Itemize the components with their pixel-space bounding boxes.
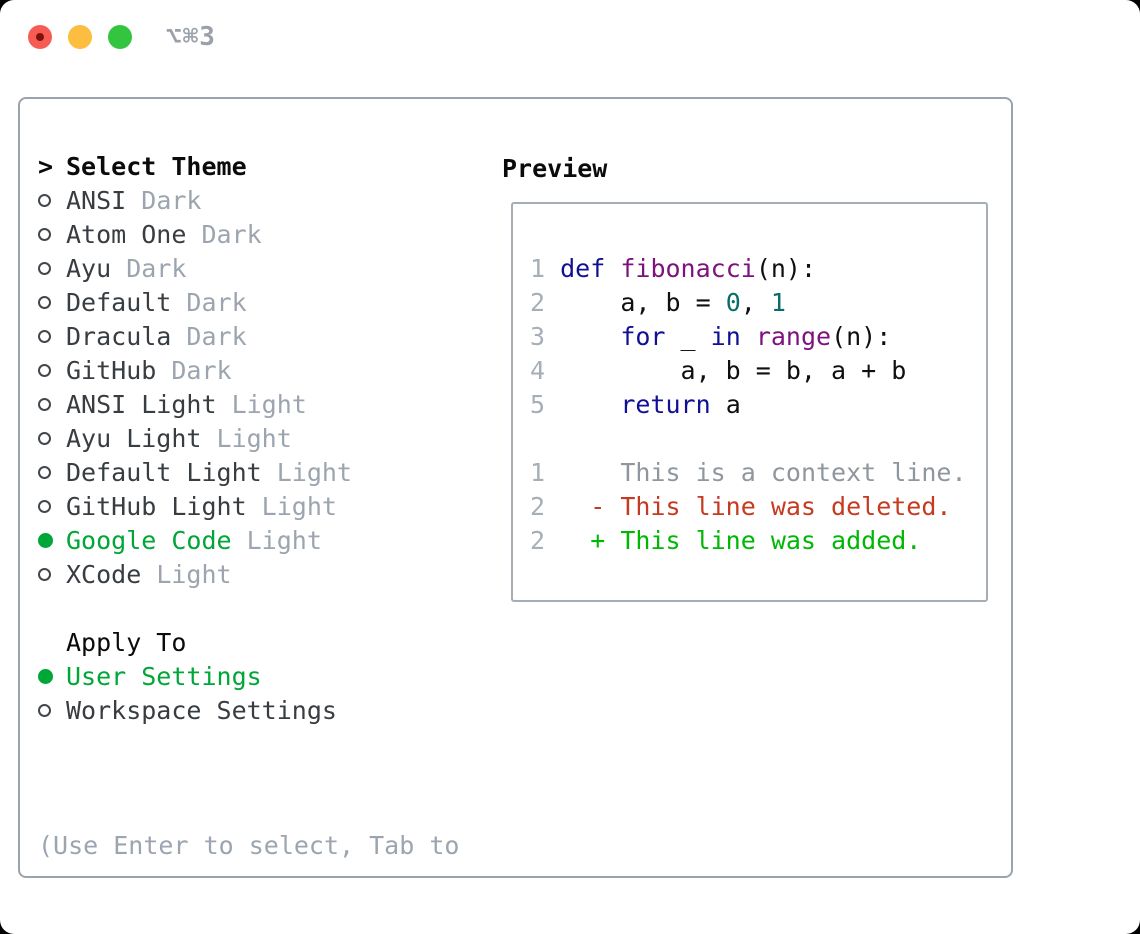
option-variant-label: Light <box>246 491 337 521</box>
theme-option[interactable]: Google Code Light <box>38 523 498 557</box>
minimize-button[interactable] <box>68 25 92 49</box>
option-variant-label: Light <box>201 423 292 453</box>
hint-line-1: (Use Enter to select, Tab to <box>38 831 460 860</box>
preview-pane: 1 def fibonacci(n): 2 a, b = 0, 1 3 for _ … <box>511 202 988 602</box>
theme-option[interactable]: ANSI Light Light <box>38 387 498 421</box>
option-label: Default <box>66 287 172 317</box>
radio-icon <box>38 227 51 241</box>
select-theme-title: Select Theme <box>66 151 247 181</box>
radio-icon <box>38 329 51 343</box>
option-variant-label: Light <box>141 559 232 589</box>
window-controls <box>28 25 132 49</box>
option-label: Ayu Light <box>66 423 202 453</box>
option-variant-label: Light <box>261 457 352 487</box>
code-line: 2 - This line was deleted. <box>530 492 952 521</box>
code-line: 2 + This line was added. <box>530 526 922 555</box>
option-label: Atom One <box>66 219 187 249</box>
option-label: Workspace Settings <box>66 695 337 725</box>
option-variant-label: Light <box>231 525 322 555</box>
radio-icon <box>38 431 51 445</box>
theme-option[interactable]: Dracula Dark <box>38 319 498 353</box>
radio-icon <box>38 465 51 479</box>
hint-footer: (Use Enter to select, Tab to change focu… <box>38 761 498 934</box>
code-line: 1 This is a context line. <box>530 458 967 487</box>
theme-option[interactable]: GitHub Dark <box>38 353 498 387</box>
code-line: 3 for _ in range(n): <box>530 322 892 351</box>
option-label: XCode <box>66 559 142 589</box>
select-theme-header: > Select Theme <box>38 149 498 183</box>
theme-option[interactable]: Ayu Dark <box>38 251 498 285</box>
radio-icon <box>38 567 51 581</box>
theme-option[interactable]: Default Light Light <box>38 455 498 489</box>
option-label: Dracula <box>66 321 172 351</box>
radio-selected-icon <box>38 532 53 548</box>
option-label: Ayu <box>66 253 112 283</box>
option-label: Google Code <box>66 525 232 555</box>
option-variant-label: Dark <box>186 219 262 249</box>
theme-option[interactable]: GitHub Light Light <box>38 489 498 523</box>
option-label: ANSI <box>66 185 127 215</box>
option-label: GitHub Light <box>66 491 247 521</box>
option-variant-label: Dark <box>171 287 247 317</box>
close-button[interactable] <box>28 25 52 49</box>
radio-icon <box>38 499 51 513</box>
option-variant-label: Dark <box>111 253 187 283</box>
option-label: User Settings <box>66 661 262 691</box>
code-line: 5 return a <box>530 390 741 419</box>
option-label: Default Light <box>66 457 262 487</box>
code-preview: 1 def fibonacci(n): 2 a, b = 0, 1 3 for _ … <box>530 252 986 558</box>
option-variant-label: Dark <box>171 321 247 351</box>
theme-option[interactable]: Atom One Dark <box>38 217 498 251</box>
radio-icon <box>38 363 51 377</box>
zoom-button[interactable] <box>108 25 132 49</box>
prompt-caret-icon: > <box>38 151 54 181</box>
option-variant-label: Light <box>216 389 307 419</box>
option-variant-label: Dark <box>156 355 232 385</box>
theme-option[interactable]: ANSI Dark <box>38 183 498 217</box>
preview-title: Preview <box>502 153 608 183</box>
radio-icon <box>38 193 51 207</box>
radio-icon <box>38 703 51 717</box>
theme-option[interactable]: Ayu Light Light <box>38 421 498 455</box>
code-line: 2 a, b = 0, 1 <box>530 288 786 317</box>
code-line <box>530 422 986 456</box>
theme-option[interactable]: XCode Light <box>38 557 498 591</box>
code-line: 1 def fibonacci(n): <box>530 254 817 283</box>
radio-icon <box>38 397 51 411</box>
window-title: ⌥⌘3 <box>166 22 216 52</box>
radio-icon <box>38 261 51 275</box>
option-variant-label: Dark <box>126 185 202 215</box>
spacer <box>38 591 498 625</box>
spacer <box>38 727 498 761</box>
option-label: GitHub <box>66 355 157 385</box>
apply-to-option[interactable]: User Settings <box>38 659 498 693</box>
code-line: 4 a, b = b, a + b <box>530 356 907 385</box>
apply-to-header: Apply To <box>66 627 187 657</box>
apply-to-option[interactable]: Workspace Settings <box>38 693 498 727</box>
option-label: ANSI Light <box>66 389 217 419</box>
radio-selected-icon <box>38 668 53 684</box>
theme-option[interactable]: Default Dark <box>38 285 498 319</box>
radio-icon <box>38 295 51 309</box>
